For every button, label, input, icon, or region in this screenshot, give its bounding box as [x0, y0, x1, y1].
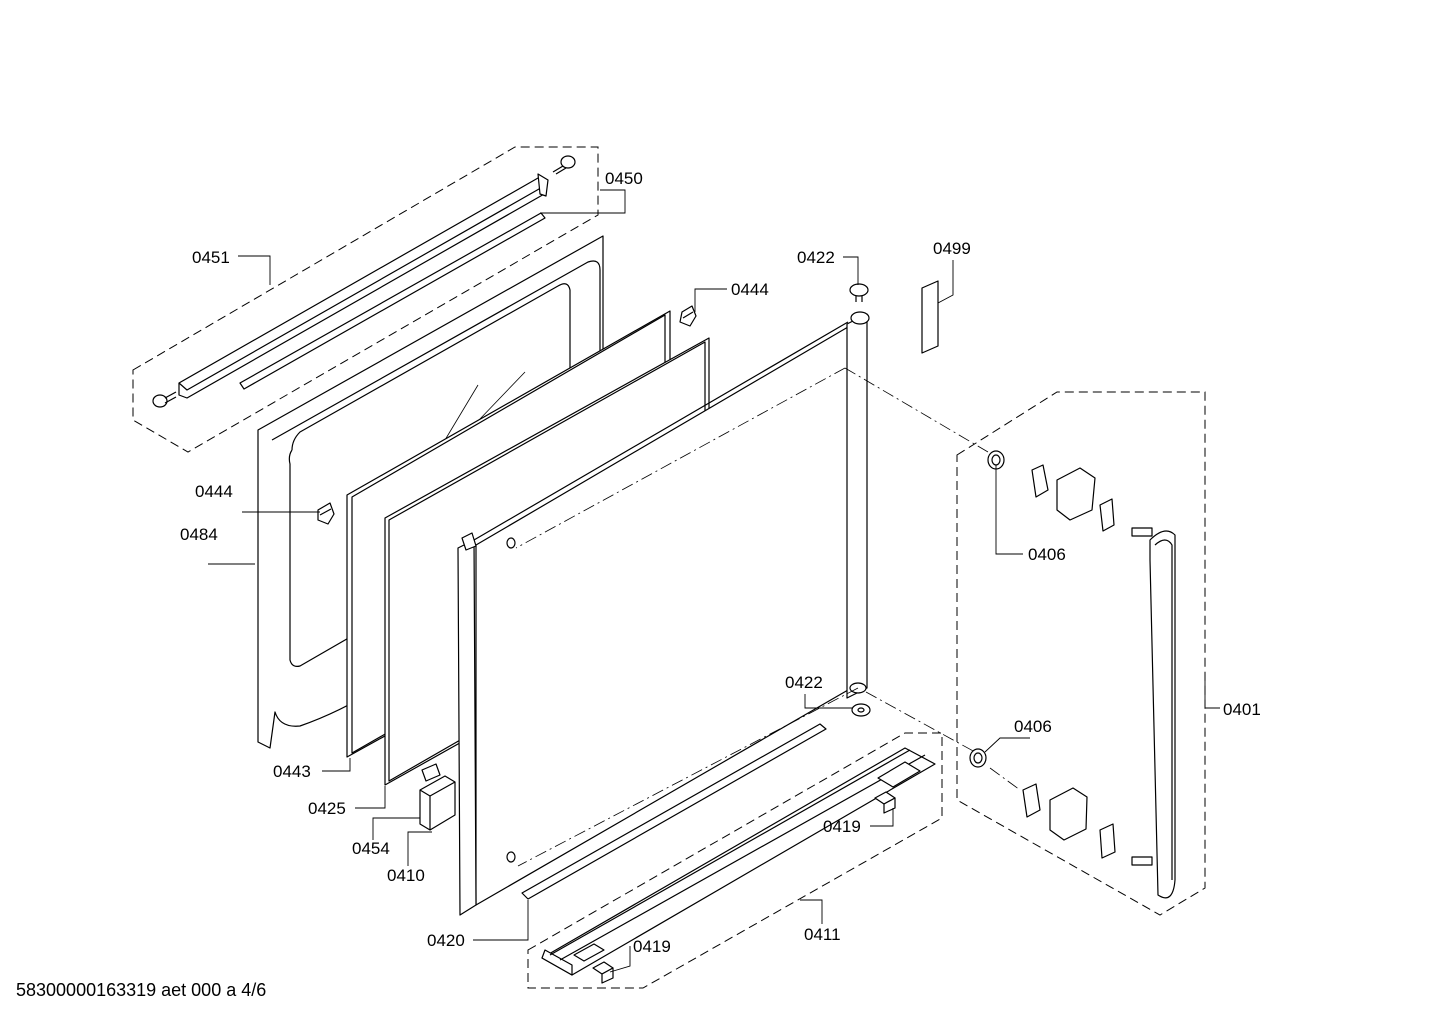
- group-outline-top-trim: [132, 146, 599, 453]
- clip-icon: [317, 502, 335, 525]
- callout-0444-left: 0444: [195, 482, 233, 501]
- callout-0401: 0401: [1223, 700, 1261, 719]
- callout-0422-bottom: 0422: [785, 673, 823, 692]
- small-bracket-icon: [592, 961, 614, 984]
- group-outline-bottom-trim: [527, 732, 943, 989]
- callout-0499: 0499: [933, 239, 971, 258]
- handle-mount-lower: [969, 748, 1116, 859]
- top-trim-strip: [178, 173, 549, 399]
- assembly-line: [844, 367, 989, 453]
- document-id-footer: 58300000163319 aet 000 a 4/6: [16, 980, 267, 1000]
- hinge-bracket: [419, 763, 456, 831]
- callout-0422-top: 0422: [797, 248, 835, 267]
- callout-0411: 0411: [804, 925, 841, 944]
- screw-icon: [552, 155, 576, 175]
- bottom-trim-strip: [521, 723, 827, 900]
- callout-0419-top: 0419: [823, 817, 861, 836]
- leader-lines: [208, 189, 1220, 973]
- small-bracket-icon: [874, 791, 896, 814]
- callout-0420: 0420: [427, 931, 465, 950]
- outer-door-panel: [457, 311, 870, 916]
- callout-0450: 0450: [605, 169, 643, 188]
- washer-icon: [851, 703, 871, 717]
- callout-0443: 0443: [273, 762, 311, 781]
- screw-icon: [849, 283, 869, 302]
- door-handle: [1131, 527, 1176, 899]
- callout-0425: 0425: [308, 799, 346, 818]
- bottom-frame: [541, 747, 936, 976]
- assembly-line: [865, 691, 976, 753]
- handle-mount-upper: [987, 450, 1115, 532]
- clip-icon: [679, 305, 697, 327]
- assembly-line: [989, 767, 1021, 791]
- callout-0451: 0451: [192, 248, 230, 267]
- assembly-line: [515, 367, 846, 549]
- callout-0406-top: 0406: [1028, 545, 1066, 564]
- assembly-line: [517, 687, 859, 867]
- callout-0410: 0410: [387, 866, 425, 885]
- callout-0406-bottom: 0406: [1014, 717, 1052, 736]
- callout-0444-right: 0444: [731, 280, 769, 299]
- screw-icon: [152, 391, 177, 408]
- group-outline-handle: [956, 391, 1206, 916]
- callout-0419-bottom: 0419: [633, 937, 671, 956]
- callout-0454: 0454: [352, 839, 390, 858]
- rating-label-0499: [921, 280, 939, 354]
- callout-0484: 0484: [180, 525, 218, 544]
